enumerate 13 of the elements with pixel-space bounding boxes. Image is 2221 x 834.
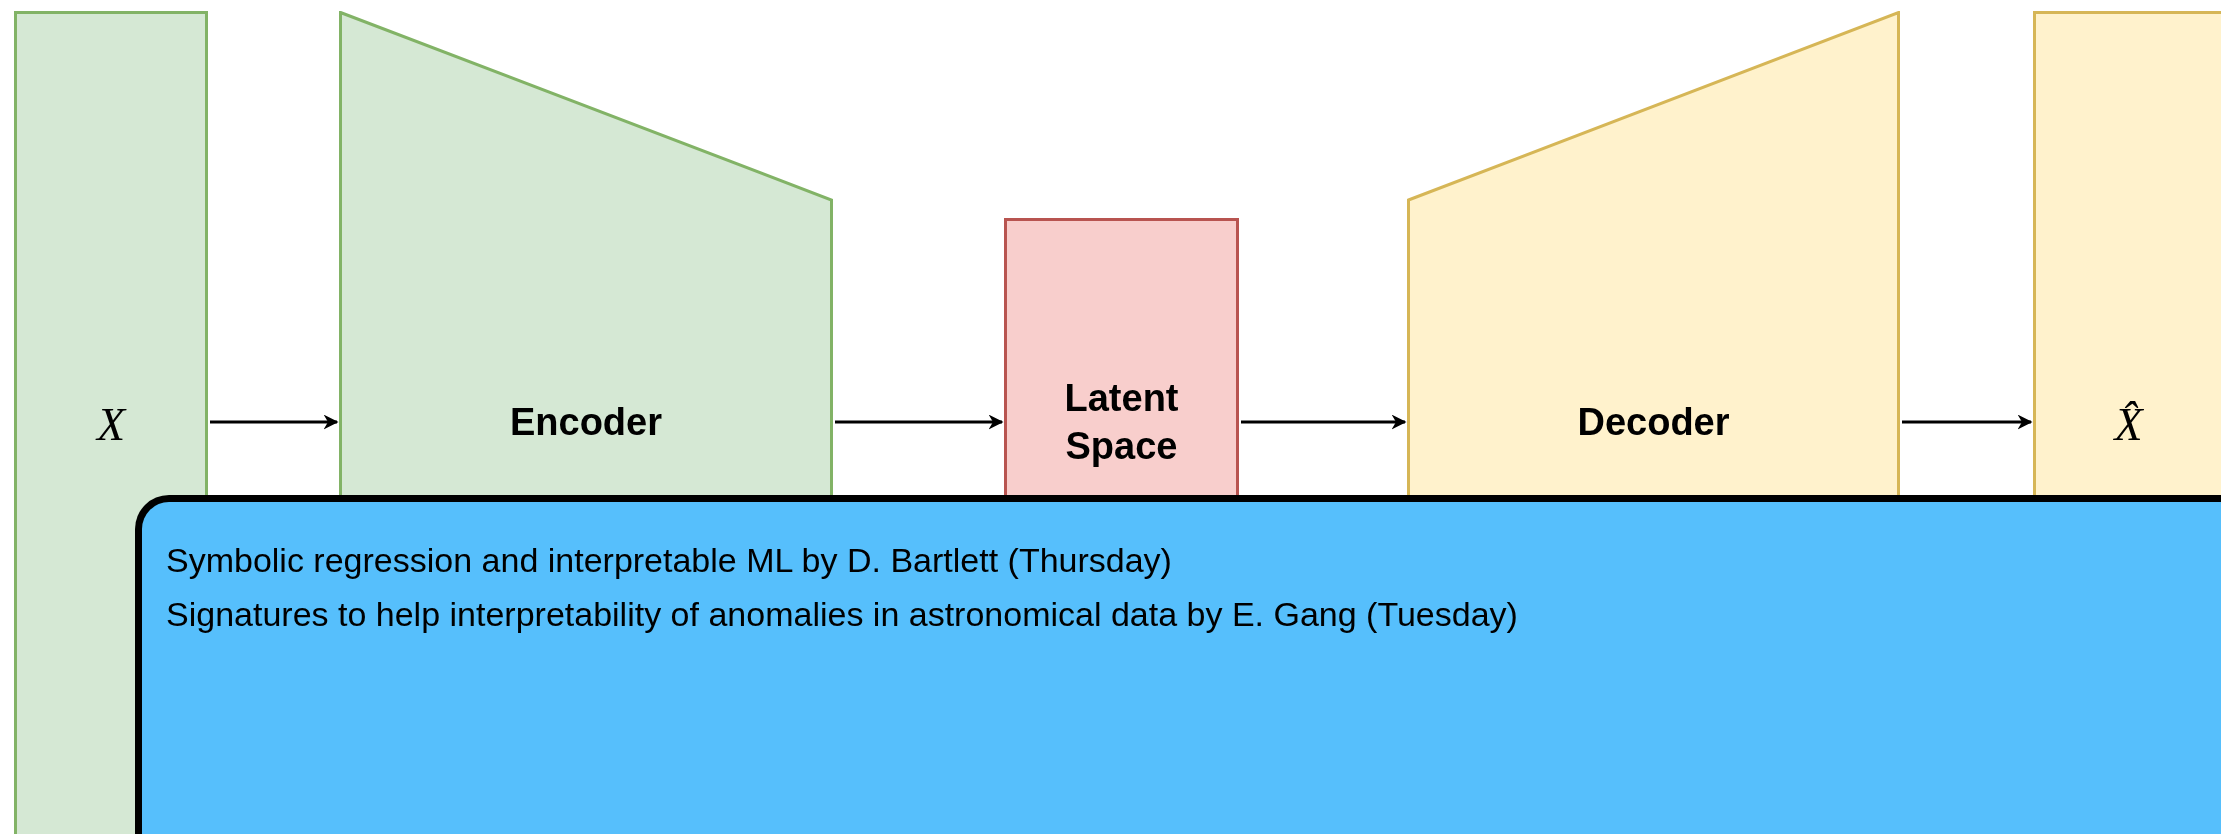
talk-entry: Signatures to help interpretability of anomalies in astronomical data by E. Gang (Tuesday) [166, 594, 1519, 634]
talk-list-dialog [135, 495, 2221, 834]
arrow [835, 414, 1004, 430]
arrow [1902, 414, 2033, 430]
latent-space-box [1004, 218, 1239, 495]
arrow [210, 414, 339, 430]
block-label: Decoder [1576, 400, 1731, 445]
block-label: Latent Space [1063, 376, 1180, 469]
talk-entry: Symbolic regression and interpretable ML by D. Bartlett (Thursday) [166, 540, 1173, 580]
math-symbol: X̂ [2114, 397, 2143, 451]
block-label: Encoder [508, 400, 663, 445]
math-symbol: X [96, 397, 126, 451]
arrow [1241, 414, 1407, 430]
